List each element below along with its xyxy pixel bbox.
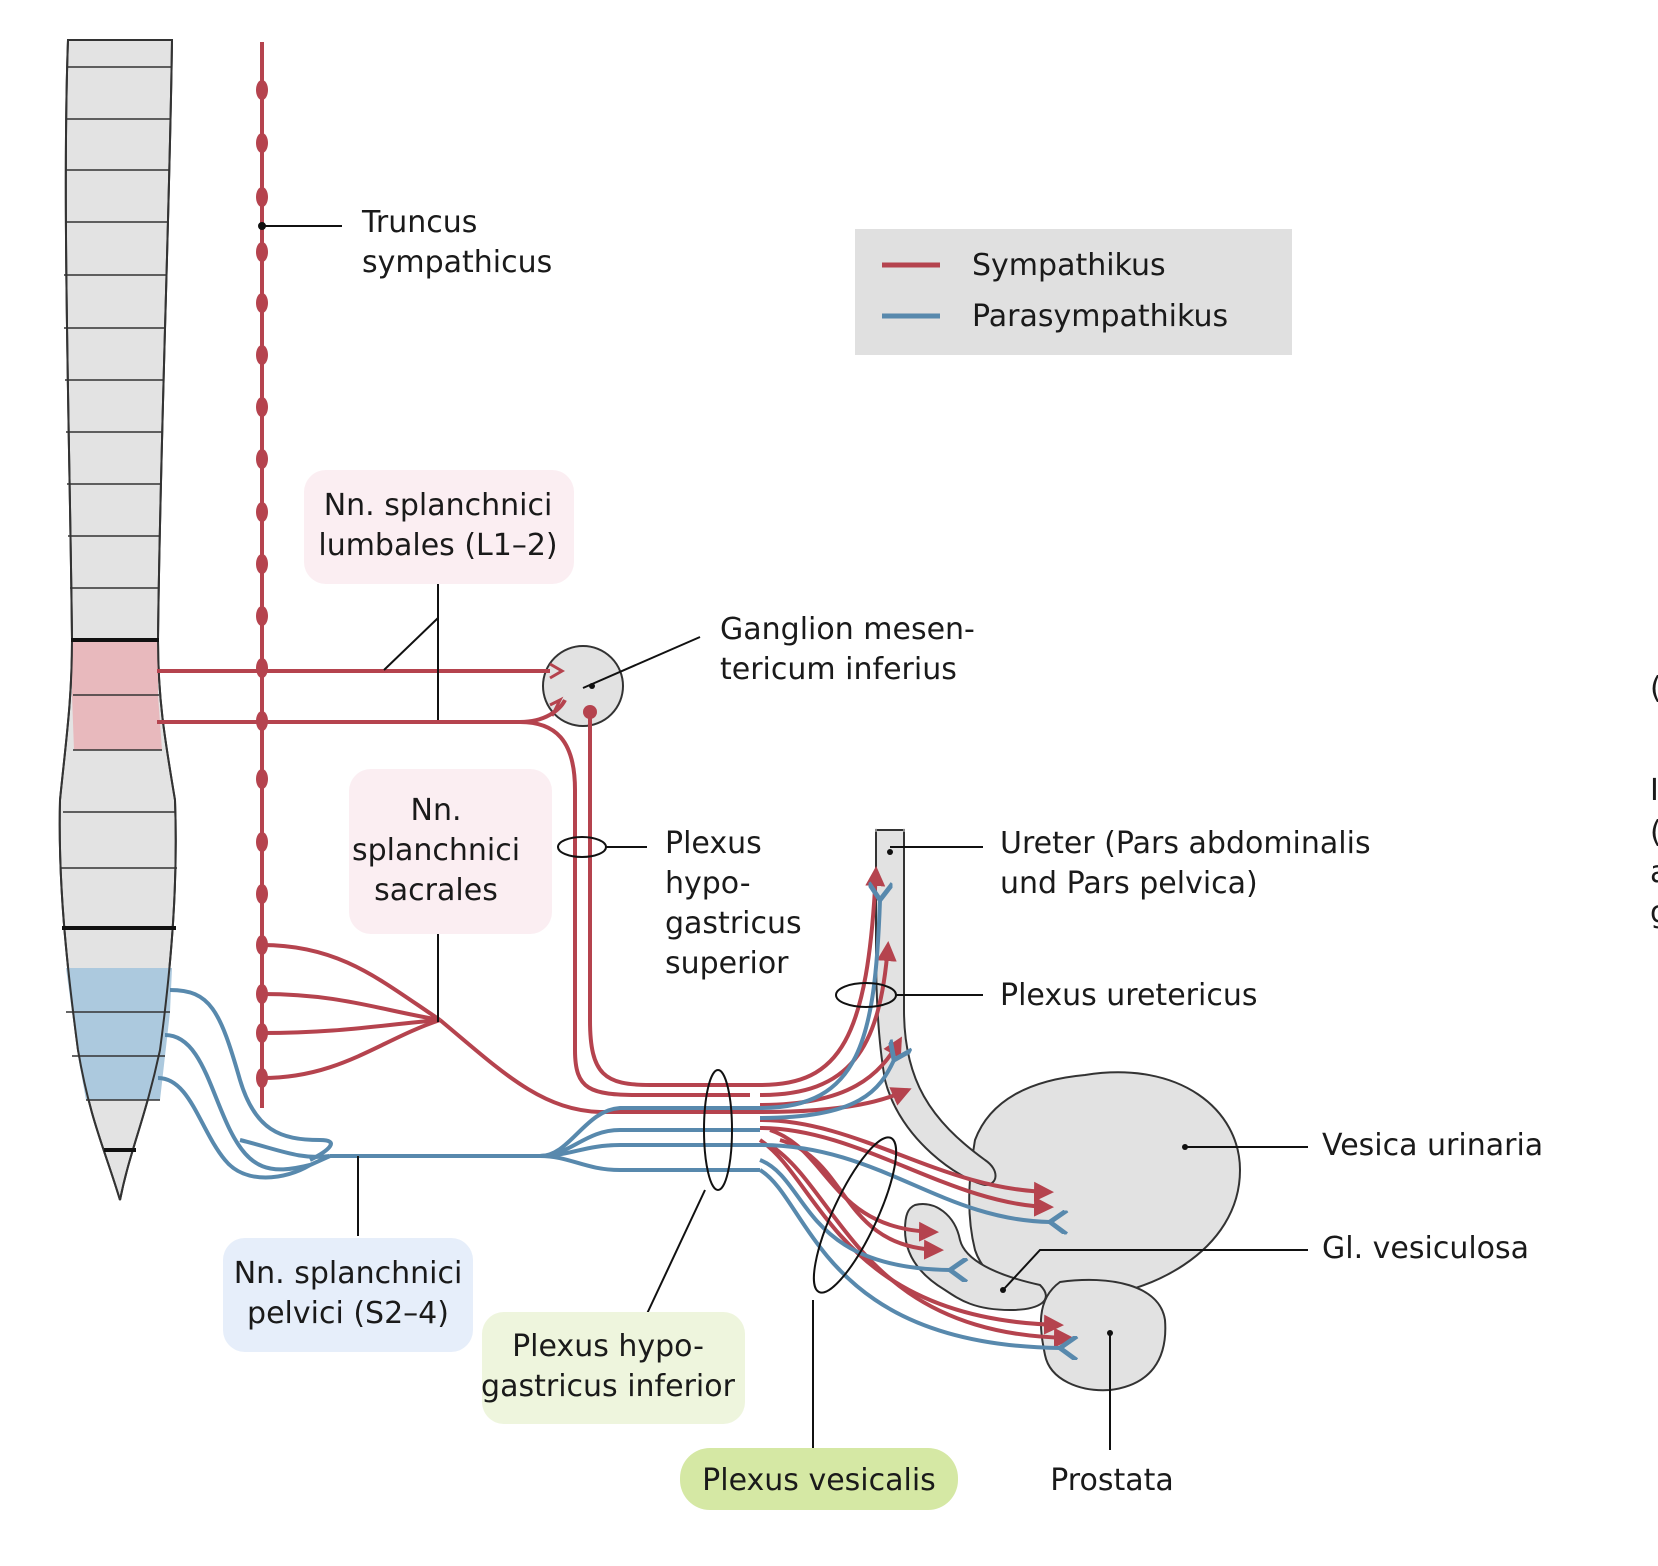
spinal-segment-sacral-highlight [66,968,172,1100]
splanchnici-lumbales-label-2: lumbales (L1–2) [318,528,557,563]
splanchnici-pelvici-box [223,1238,473,1352]
plexus-hyp-sup-label-3: gastricus [665,906,802,941]
plexus-vesicalis-label: Plexus vesicalis [702,1463,936,1498]
plexus-hyp-sup-label-1: Plexus [665,826,762,861]
legend-box [855,229,1292,355]
sympathetic-trunk [256,42,268,1108]
parasympathetic-fibers [157,900,1060,1348]
cut-off-char-1: ( [1650,671,1658,706]
label-boxes [223,229,1292,1510]
cut-off-text: ( I ( a g [1650,671,1658,930]
vesica-urinaria [968,1071,1242,1302]
cut-off-char-5: g [1650,895,1658,930]
legend-parasympathetic-label: Parasympathikus [972,299,1228,334]
plexus-hyp-inf-label-1: Plexus hypo- [512,1329,704,1364]
ureter-label-2: und Pars pelvica) [1000,866,1258,901]
sympathetic-fibers [157,669,1074,1348]
labels: Sympathikus Parasympathikus Truncus symp… [234,205,1543,1498]
legend-sympathetic-label: Sympathikus [972,248,1166,283]
plexus-uretericus-label: Plexus uretericus [1000,978,1257,1013]
ganglion-label-1: Ganglion mesen- [720,612,975,647]
splanchnici-lumbales-box [304,470,574,584]
splanchnici-sacrales-box [349,769,552,934]
ganglion-label-2: tericum inferius [720,652,957,687]
splanchnici-sacrales-label-2: splanchnici [352,833,520,868]
leader-lines [258,222,1308,1450]
plexus-vesicalis-box [680,1448,958,1510]
cut-off-char-4: a [1650,855,1658,890]
ganglion-mesentericum-inferius [542,645,624,727]
splanchnici-lumbales-label-1: Nn. splanchnici [324,488,553,523]
plexus-vesicalis-ring [812,1136,898,1294]
plexus-hyp-inf-label-2: gastricus inferior [481,1369,736,1404]
truncus-label-2: sympathicus [362,245,552,280]
splanchnici-pelvici-label-1: Nn. splanchnici [234,1256,463,1291]
spinal-region-borders [62,638,176,1152]
cut-off-char-2: I [1650,773,1658,808]
truncus-label-1: Truncus [361,205,477,240]
vesica-urinaria-label: Vesica urinaria [1322,1128,1543,1163]
splanchnici-pelvici-label-2: pelvici (S2–4) [247,1296,449,1331]
plexus-hyp-sup-label-2: hypo- [665,866,751,901]
splanchnici-sacrales-label-1: Nn. [411,793,462,828]
plexus-hyp-sup-label-4: superior [665,946,789,981]
spinal-cord [58,39,177,1201]
plexus-hypogastricus-inferior-ring [703,1069,733,1191]
splanchnici-sacrales-label-3: sacrales [374,873,498,908]
gl-vesiculosa-label: Gl. vesiculosa [1322,1231,1529,1266]
spinal-cord-outline-top [58,39,177,1201]
plexus-hypogastricus-superior-ring [557,836,607,858]
ganglion-synapse-forks [549,662,597,719]
gl-vesiculosa [903,1203,1047,1312]
plexus-hypogastricus-inferior-box [482,1312,745,1424]
ureter-label-1: Ureter (Pars abdominalis [1000,826,1371,861]
cut-off-char-3: ( [1650,815,1658,850]
spinal-segment-lines [61,66,177,1101]
prostata [1039,1278,1167,1392]
prostata-label: Prostata [1050,1463,1174,1498]
